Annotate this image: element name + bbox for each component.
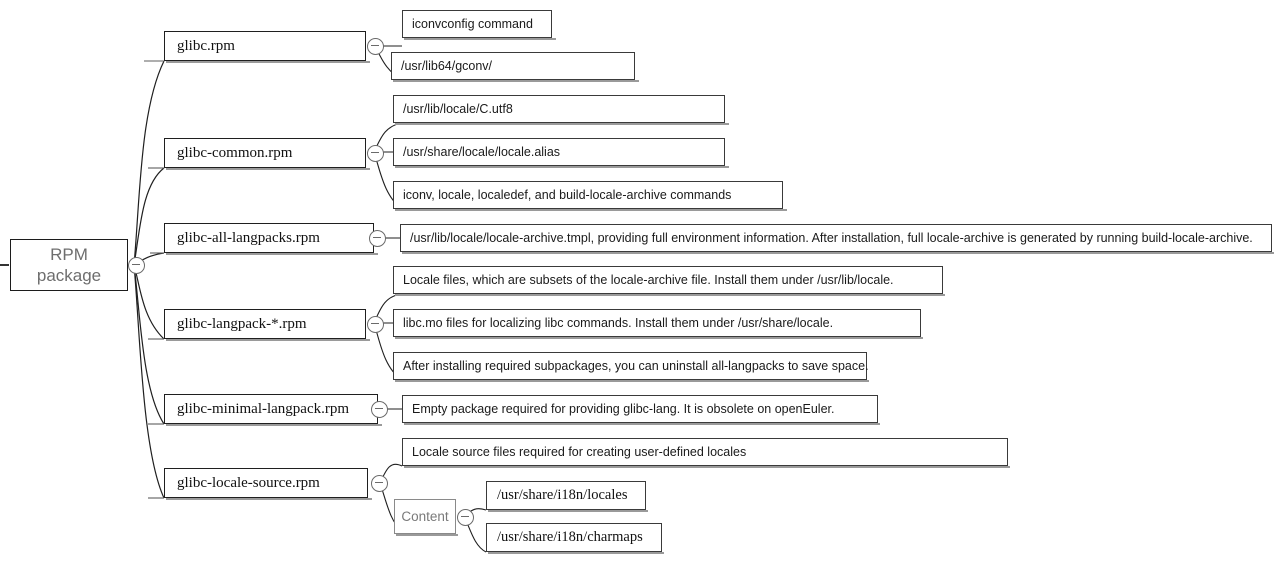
- node-shadow: [166, 339, 370, 341]
- branch-node-glibc-common-rpm[interactable]: glibc-common.rpm: [164, 138, 366, 168]
- leaf-node-iconv-locale-commands[interactable]: iconv, locale, localedef, and build-loca…: [393, 181, 783, 209]
- minus-circle-icon-glibc-common-rpm[interactable]: [367, 145, 384, 162]
- minus-circle-icon-glibc-langpack-rpm[interactable]: [367, 316, 384, 333]
- minus-circle-icon-root[interactable]: [128, 257, 145, 274]
- leaf-node-usr-share-i18n-locales[interactable]: /usr/share/i18n/locales: [486, 481, 646, 510]
- branch-node-glibc-minimal-langpack-rpm[interactable]: glibc-minimal-langpack.rpm: [164, 394, 378, 424]
- node-shadow: [395, 380, 869, 382]
- leaf-node-usr-lib-locale-cutf8[interactable]: /usr/lib/locale/C.utf8: [393, 95, 725, 123]
- leaf-node-usr-lib64-gconv[interactable]: /usr/lib64/gconv/: [391, 52, 635, 80]
- leaf-node-locale-source-files[interactable]: Locale source files required for creatin…: [402, 438, 1008, 466]
- node-shadow: [166, 253, 378, 255]
- leaf-node-locale-files-subsets[interactable]: Locale files, which are subsets of the l…: [393, 266, 943, 294]
- node-shadow: [488, 510, 648, 512]
- leaf-node-uninstall-all-langpacks[interactable]: After installing required subpackages, y…: [393, 352, 869, 380]
- root-label-line2: package: [36, 266, 102, 285]
- root-node-rpm-package[interactable]: RPM package: [10, 239, 128, 291]
- leaf-node-usr-share-locale-alias[interactable]: /usr/share/locale/locale.alias: [393, 138, 725, 166]
- leaf-node-usr-share-i18n-charmaps[interactable]: /usr/share/i18n/charmaps: [486, 523, 662, 552]
- node-shadow: [395, 123, 729, 125]
- minus-circle-icon-glibc-rpm[interactable]: [367, 38, 384, 55]
- node-shadow: [395, 337, 923, 339]
- root-label-line1: RPM: [50, 245, 88, 264]
- node-shadow: [404, 38, 556, 40]
- branch-node-glibc-all-langpacks-rpm[interactable]: glibc-all-langpacks.rpm: [164, 223, 374, 253]
- node-shadow: [395, 209, 787, 211]
- leaf-node-empty-package-glibc-lang[interactable]: Empty package required for providing gli…: [402, 395, 878, 423]
- branch-node-glibc-langpack-rpm[interactable]: glibc-langpack-*.rpm: [164, 309, 366, 339]
- node-shadow: [395, 294, 945, 296]
- leaf-node-iconvconfig-command[interactable]: iconvconfig command: [402, 10, 552, 38]
- node-shadow: [404, 466, 1010, 468]
- branch-node-glibc-locale-source-rpm[interactable]: glibc-locale-source.rpm: [164, 468, 368, 498]
- node-shadow: [166, 498, 372, 500]
- minus-circle-icon-glibc-all-langpacks-rpm[interactable]: [369, 230, 386, 247]
- minus-circle-icon-content[interactable]: [457, 509, 474, 526]
- node-shadow: [166, 61, 370, 63]
- branch-node-glibc-rpm[interactable]: glibc.rpm: [164, 31, 366, 61]
- node-shadow: [404, 423, 880, 425]
- node-shadow: [396, 534, 458, 536]
- minus-circle-icon-glibc-locale-source-rpm[interactable]: [371, 475, 388, 492]
- node-shadow: [393, 80, 639, 82]
- minus-circle-icon-glibc-minimal-langpack-rpm[interactable]: [371, 401, 388, 418]
- leaf-node-locale-archive-tmpl[interactable]: /usr/lib/locale/locale-archive.tmpl, pro…: [400, 224, 1272, 252]
- leaf-node-libc-mo-files[interactable]: libc.mo files for localizing libc comman…: [393, 309, 921, 337]
- collapse-dash-icon[interactable]: [0, 264, 9, 266]
- node-shadow: [395, 166, 729, 168]
- node-shadow: [166, 168, 370, 170]
- node-shadow: [488, 552, 664, 554]
- sub-branch-node-content[interactable]: Content: [394, 499, 456, 534]
- node-shadow: [402, 252, 1274, 254]
- node-shadow: [166, 424, 382, 426]
